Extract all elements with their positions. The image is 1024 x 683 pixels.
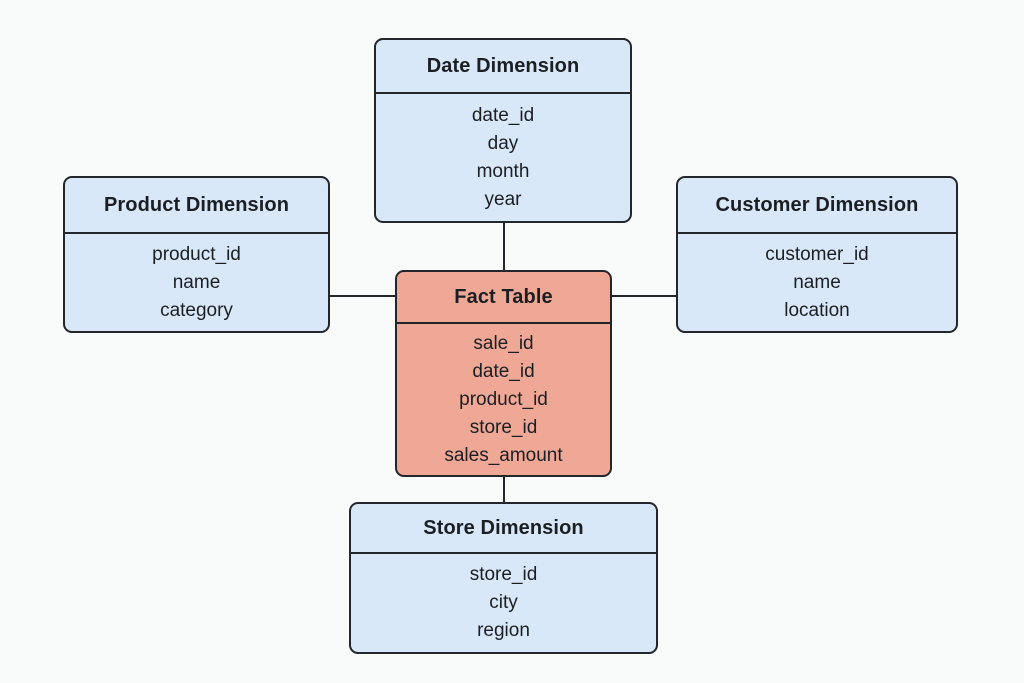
fact-table: Fact Table sale_id date_id product_id st… xyxy=(395,270,612,477)
connector-fact-to-customer xyxy=(612,295,676,297)
table-field: store_id xyxy=(469,564,538,585)
table-field: category xyxy=(160,299,233,321)
table-field: name xyxy=(172,271,221,293)
fact-table-fields: sale_id date_id product_id store_id sale… xyxy=(397,324,610,475)
fact-table-title: Fact Table xyxy=(397,272,610,324)
customer-dimension-title: Customer Dimension xyxy=(678,178,956,234)
table-field: year xyxy=(484,188,522,210)
table-field: product_id xyxy=(152,243,241,265)
table-field: city xyxy=(489,592,518,613)
product-dimension-fields: product_id name category xyxy=(65,234,328,331)
date-dimension-title: Date Dimension xyxy=(376,40,630,94)
date-dimension-fields: date_id day month year xyxy=(376,94,630,221)
table-field: day xyxy=(487,132,519,154)
table-field: location xyxy=(784,299,850,321)
table-field: product_id xyxy=(459,388,548,410)
table-field: store_id xyxy=(469,416,538,438)
connector-product-to-fact xyxy=(330,295,395,297)
customer-dimension-table: Customer Dimension customer_id name loca… xyxy=(676,176,958,333)
store-dimension-table: Store Dimension store_id city region xyxy=(349,502,658,654)
connector-fact-to-store xyxy=(503,477,505,502)
connector-date-to-fact xyxy=(503,223,505,270)
customer-dimension-fields: customer_id name location xyxy=(678,234,956,331)
product-dimension-table: Product Dimension product_id name catego… xyxy=(63,176,330,333)
store-dimension-title: Store Dimension xyxy=(351,504,656,554)
table-field: month xyxy=(476,160,530,182)
table-field: date_id xyxy=(471,104,535,126)
table-field: region xyxy=(477,620,530,641)
date-dimension-table: Date Dimension date_id day month year xyxy=(374,38,632,223)
table-field: customer_id xyxy=(765,243,869,265)
table-field: sale_id xyxy=(473,332,534,354)
table-field: sales_amount xyxy=(444,444,563,466)
table-field: date_id xyxy=(472,360,535,382)
store-dimension-fields: store_id city region xyxy=(351,554,656,652)
table-field: name xyxy=(793,271,841,293)
product-dimension-title: Product Dimension xyxy=(65,178,328,234)
